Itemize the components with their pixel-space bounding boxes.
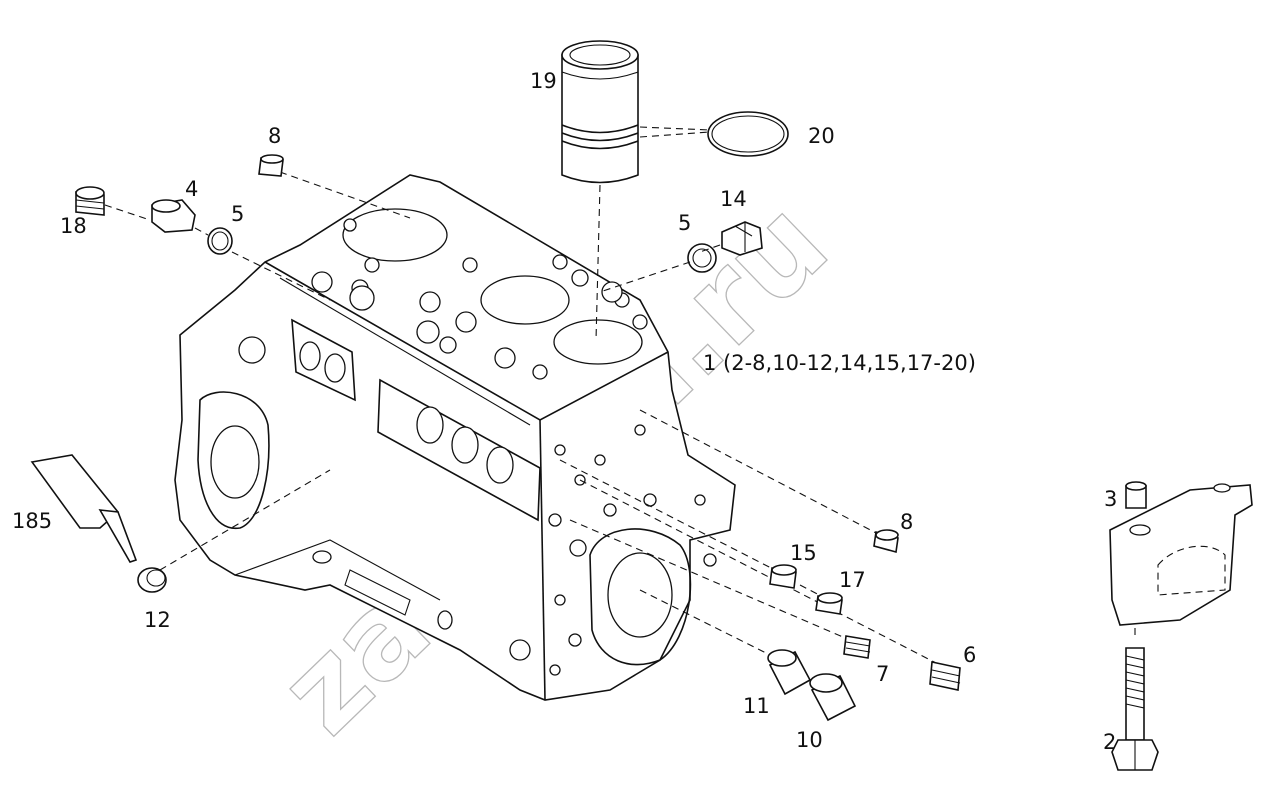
label-part-17: 17 [839, 568, 866, 592]
part-15-plug [769, 564, 797, 589]
front-face-holes [509, 424, 717, 676]
part-8-plug-top [258, 154, 284, 177]
part-6-plug [929, 661, 961, 691]
part-4-plug [151, 199, 196, 233]
part-20-o-ring [707, 111, 789, 157]
deck-holes [311, 218, 648, 380]
label-part-185: 185 [12, 509, 52, 533]
label-part-19: 19 [530, 69, 557, 93]
cylinder-block [174, 174, 736, 701]
part-185-sealant-tube [30, 454, 138, 563]
label-part-12: 12 [144, 608, 171, 632]
label-part-18: 18 [60, 214, 87, 238]
label-part-3: 3 [1104, 487, 1117, 511]
part-10-bushing [809, 673, 857, 722]
part-7-plug [843, 635, 871, 659]
label-part-1: 1 (2-8,10-12,14,15,17-20) [703, 351, 976, 375]
part-labels: 1 (2-8,10-12,14,15,17-20) 2 3 4 5 5 6 7 … [12, 69, 1117, 754]
part-12-seal [137, 567, 167, 593]
part-5-washer-left [207, 227, 233, 255]
main-bearing-cap [1109, 483, 1253, 626]
label-part-14: 14 [720, 187, 747, 211]
part-17-plug [815, 592, 843, 615]
part-3-bolt-sleeve [1125, 481, 1147, 509]
part-2-bolt [1111, 647, 1159, 771]
label-part-8-right: 8 [900, 510, 913, 534]
label-part-2: 2 [1103, 730, 1116, 754]
label-part-4: 4 [185, 177, 198, 201]
label-part-20: 20 [808, 124, 835, 148]
part-8-plug-right [873, 529, 899, 554]
label-part-8-top: 8 [268, 124, 281, 148]
part-11-bushing [767, 649, 812, 696]
part-14-plug [721, 221, 763, 256]
label-part-10: 10 [796, 728, 823, 752]
part-5-washer-right [687, 243, 717, 273]
part-19-cylinder-liner [561, 40, 639, 184]
label-part-6: 6 [963, 643, 976, 667]
label-part-15: 15 [790, 541, 817, 565]
leader-lines [104, 126, 1136, 666]
label-part-5-right: 5 [678, 211, 691, 235]
label-part-7: 7 [876, 662, 889, 686]
label-part-11: 11 [743, 694, 770, 718]
label-part-5-left: 5 [231, 202, 244, 226]
part-18-plug [75, 186, 105, 216]
